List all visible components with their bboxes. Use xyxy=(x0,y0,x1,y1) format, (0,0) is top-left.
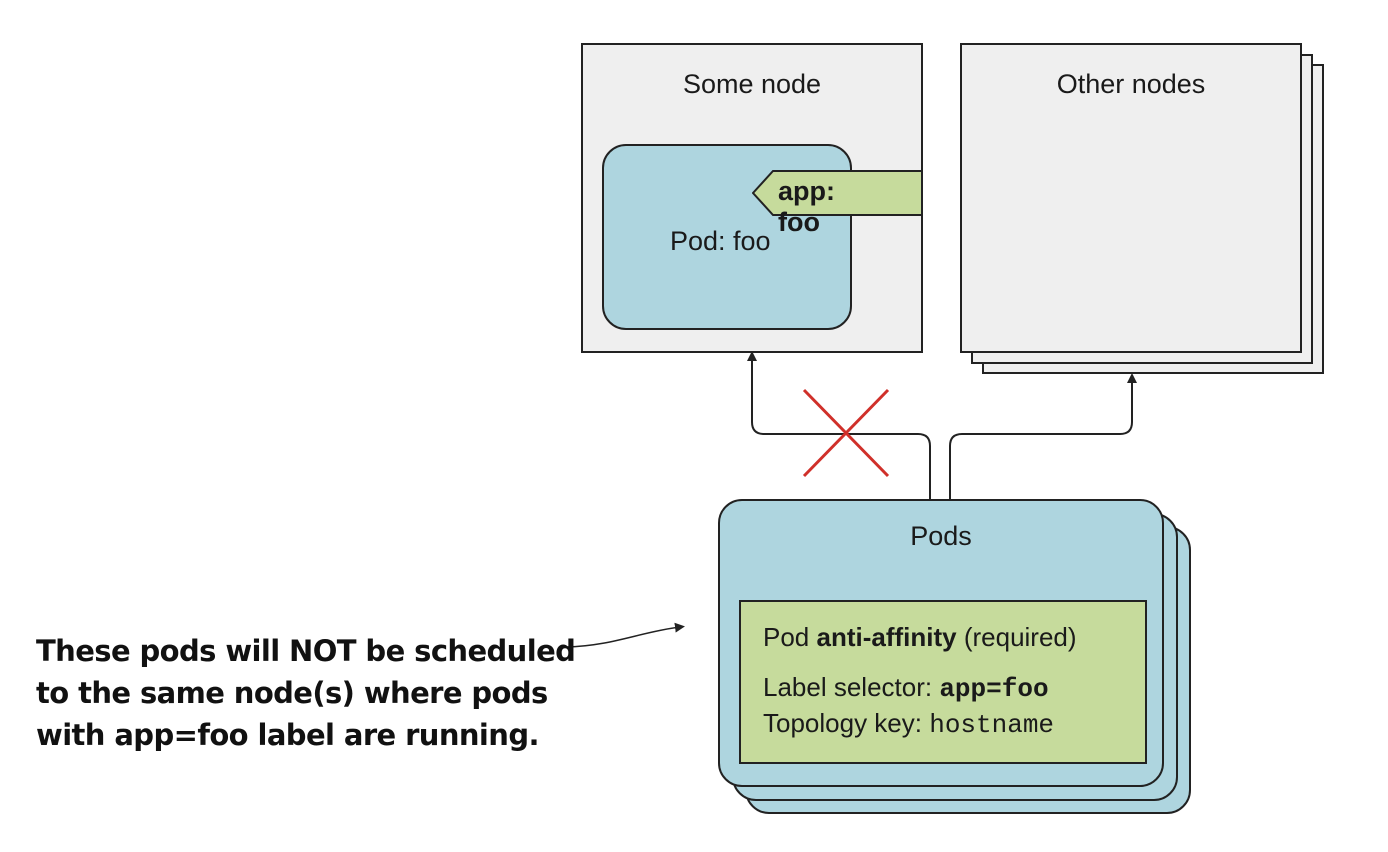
label-tag-icon xyxy=(752,170,923,216)
pod-foo-name: Pod: foo xyxy=(670,226,771,256)
pods-box: Pods Pod anti-affinity (required) Label … xyxy=(718,499,1164,787)
pods-title: Pods xyxy=(910,521,972,551)
arrow-to-other-nodes xyxy=(949,373,1137,500)
other-nodes-box: Other nodes xyxy=(960,43,1302,353)
some-node-title: Some node xyxy=(682,69,822,99)
some-node-box: Some node app: foo Pod: foo xyxy=(581,43,923,353)
callout-arrow xyxy=(565,622,685,648)
rule-kind: anti-affinity xyxy=(816,622,957,652)
rule-prefix: Pod xyxy=(763,622,817,652)
topology-key-line: Topology key: hostname xyxy=(763,708,1054,740)
topology-key-label: Topology key: xyxy=(763,708,930,738)
arrow-to-some-node xyxy=(747,351,931,500)
label-selector-value: app=foo xyxy=(939,674,1049,704)
callout-line-3: with app=foo label are running. xyxy=(36,718,539,752)
cross-icon xyxy=(802,388,890,478)
rule-suffix: (required) xyxy=(956,622,1077,652)
anti-affinity-rule: Pod anti-affinity (required) Label selec… xyxy=(739,600,1147,764)
other-nodes-title: Other nodes xyxy=(1056,69,1206,99)
label-selector-line: Label selector: app=foo xyxy=(763,672,1049,704)
pod-foo-card: app: foo Pod: foo xyxy=(602,144,923,330)
pod-foo-label: app: foo xyxy=(778,176,835,237)
callout-line-1: These pods will NOT be scheduled xyxy=(36,634,576,668)
topology-key-value: hostname xyxy=(929,710,1055,740)
callout-line-2: to the same node(s) where pods xyxy=(36,676,548,710)
callout-text: These pods will NOT be scheduled to the … xyxy=(36,630,576,756)
label-selector-label: Label selector: xyxy=(763,672,940,702)
rule-type-line: Pod anti-affinity (required) xyxy=(763,622,1077,653)
